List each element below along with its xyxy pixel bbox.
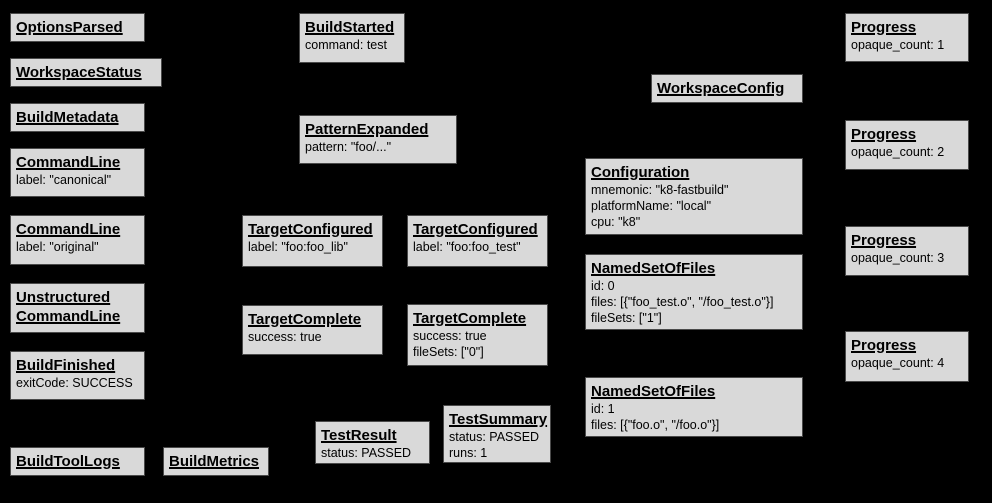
- node-field: opaque_count: 3: [851, 251, 945, 265]
- node-title: BuildStarted: [305, 19, 395, 36]
- node-progress-4: Progress opaque_count: 4: [845, 331, 969, 382]
- node-command-line-original: CommandLine label: "original": [10, 215, 145, 265]
- node-title: CommandLine: [16, 154, 121, 171]
- node-build-metrics: BuildMetrics: [163, 447, 269, 476]
- node-title: Progress: [851, 232, 917, 249]
- node-field: fileSets: ["0"]: [413, 345, 484, 359]
- node-field: success: true: [413, 329, 487, 343]
- node-title: WorkspaceConfig: [657, 80, 785, 97]
- node-field: status: PASSED: [449, 430, 540, 444]
- node-title: CommandLine: [16, 221, 121, 238]
- node-configuration: Configuration mnemonic: "k8-fastbuild" p…: [585, 158, 803, 235]
- node-title: TestResult: [321, 427, 397, 444]
- node-workspace-status: WorkspaceStatus: [10, 58, 162, 87]
- node-named-set-of-files-1: NamedSetOfFiles id: 1 files: [{"foo.o", …: [585, 377, 803, 437]
- node-field: id: 1: [591, 402, 615, 416]
- node-field: files: [{"foo.o", "/foo.o"}]: [591, 418, 720, 432]
- node-field: pattern: "foo/...": [305, 140, 392, 154]
- node-build-finished: BuildFinished exitCode: SUCCESS: [10, 351, 145, 400]
- node-target-configured-foo-test: TargetConfigured label: "foo:foo_test": [407, 215, 548, 267]
- node-build-tool-logs: BuildToolLogs: [10, 447, 145, 476]
- node-field: status: PASSED: [321, 446, 412, 460]
- node-title: WorkspaceStatus: [16, 64, 142, 81]
- node-progress-2: Progress opaque_count: 2: [845, 120, 969, 170]
- node-field: label: "foo:foo_test": [413, 240, 521, 254]
- node-title: NamedSetOfFiles: [591, 383, 716, 400]
- node-field: id: 0: [591, 279, 615, 293]
- node-progress-1: Progress opaque_count: 1: [845, 13, 969, 62]
- node-title: TargetConfigured: [248, 221, 373, 238]
- node-target-complete-foo-test: TargetComplete success: true fileSets: […: [407, 304, 548, 366]
- node-field: command: test: [305, 38, 387, 52]
- node-title: Unstructured CommandLine: [16, 289, 121, 325]
- node-title: BuildMetadata: [16, 109, 119, 126]
- node-progress-3: Progress opaque_count: 3: [845, 226, 969, 276]
- node-field: platformName: "local": [591, 199, 712, 213]
- node-title: NamedSetOfFiles: [591, 260, 716, 277]
- node-field: fileSets: ["1"]: [591, 311, 662, 325]
- node-title: Progress: [851, 337, 917, 354]
- node-field: opaque_count: 4: [851, 356, 945, 370]
- node-target-complete-foo-lib: TargetComplete success: true: [242, 305, 383, 355]
- node-title: PatternExpanded: [305, 121, 429, 138]
- node-workspace-config: WorkspaceConfig: [651, 74, 803, 103]
- node-title: TargetConfigured: [413, 221, 538, 238]
- node-field: opaque_count: 1: [851, 38, 945, 52]
- node-field: mnemonic: "k8-fastbuild": [591, 183, 729, 197]
- node-title: TestSummary: [449, 411, 548, 428]
- node-title: TargetComplete: [413, 310, 527, 327]
- node-field: label: "foo:foo_lib": [248, 240, 348, 254]
- node-named-set-of-files-0: NamedSetOfFiles id: 0 files: [{"foo_test…: [585, 254, 803, 330]
- node-test-result: TestResult status: PASSED: [315, 421, 430, 464]
- node-field: label: "canonical": [16, 173, 112, 187]
- node-field: opaque_count: 2: [851, 145, 945, 159]
- node-field: files: [{"foo_test.o", "/foo_test.o"}]: [591, 295, 774, 309]
- node-field: cpu: "k8": [591, 215, 641, 229]
- node-title: BuildToolLogs: [16, 453, 120, 470]
- node-field: success: true: [248, 330, 322, 344]
- node-pattern-expanded: PatternExpanded pattern: "foo/...": [299, 115, 457, 164]
- node-title: BuildMetrics: [169, 453, 260, 470]
- node-unstructured-command-line: Unstructured CommandLine: [10, 283, 145, 333]
- node-title: Progress: [851, 19, 917, 36]
- node-options-parsed: OptionsParsed: [10, 13, 145, 42]
- node-title: TargetComplete: [248, 311, 362, 328]
- node-build-started: BuildStarted command: test: [299, 13, 405, 63]
- node-field: exitCode: SUCCESS: [16, 376, 133, 390]
- node-build-metadata: BuildMetadata: [10, 103, 145, 132]
- node-test-summary: TestSummary status: PASSED runs: 1: [443, 405, 551, 463]
- node-title: Progress: [851, 126, 917, 143]
- node-command-line-canonical: CommandLine label: "canonical": [10, 148, 145, 197]
- node-field: label: "original": [16, 240, 99, 254]
- node-title: BuildFinished: [16, 357, 116, 374]
- node-field: runs: 1: [449, 446, 488, 460]
- node-title: OptionsParsed: [16, 19, 123, 36]
- node-target-configured-foo-lib: TargetConfigured label: "foo:foo_lib": [242, 215, 383, 267]
- node-title: Configuration: [591, 164, 690, 181]
